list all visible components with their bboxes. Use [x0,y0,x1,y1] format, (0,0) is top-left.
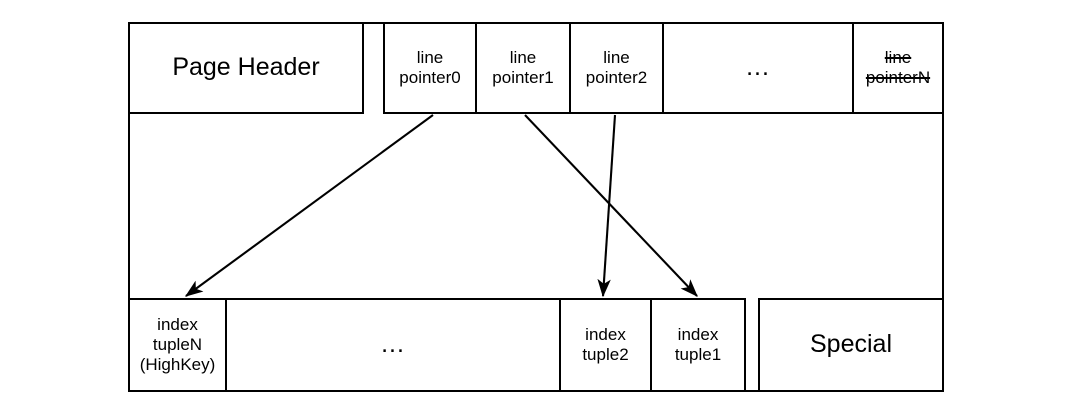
index-tuple-2-box: index tuple2 [559,298,652,392]
line-pointer-0-box: line pointer0 [383,22,477,114]
line-pointer-2-label: line pointer2 [585,47,648,87]
line-pointer-ellipsis-box: ... [662,22,854,114]
special-box: Special [758,298,944,392]
tuple-ellipsis-label: ... [381,330,405,359]
special-label: Special [810,330,892,359]
free-space-region [130,116,942,296]
page-header-label: Page Header [172,53,320,82]
line-pointer-ellipsis-label: ... [746,53,770,82]
line-pointer-n-label: line pointerN [865,47,931,87]
line-pointer-2-box: line pointer2 [569,22,664,114]
index-tuple-2-label: index tuple2 [582,324,629,364]
line-pointer-n-box: line pointerN [852,22,944,114]
index-tuple-n-box: index tupleN (HighKey) [128,298,227,392]
line-pointer-1-label: line pointer1 [492,47,554,87]
tuple-ellipsis-box: ... [225,298,561,392]
line-pointer-1-box: line pointer1 [475,22,571,114]
line-pointer-0-label: line pointer0 [399,47,461,87]
index-tuple-1-box: index tuple1 [650,298,746,392]
index-tuple-1-label: index tuple1 [674,324,722,364]
page-header-box: Page Header [128,22,364,114]
index-tuple-n-label: index tupleN (HighKey) [139,314,216,375]
